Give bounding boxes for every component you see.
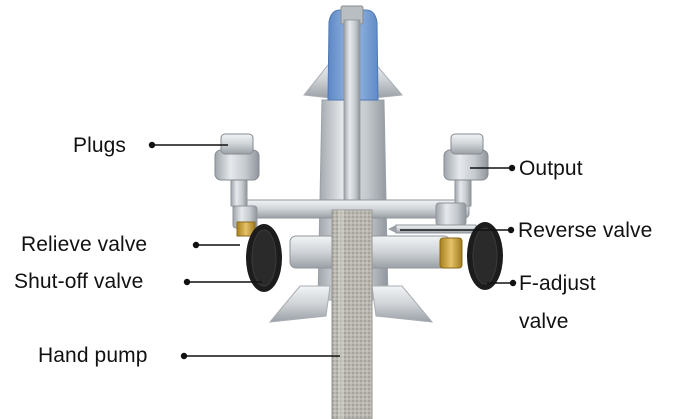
- label-fadjust-line2: valve: [519, 310, 569, 333]
- label-hand-pump: Hand pump: [38, 344, 148, 367]
- right-fitting: [435, 202, 467, 226]
- shutoff-knob-rim: [251, 229, 277, 287]
- leader-lines: [148, 141, 517, 360]
- leader-handpump-dot: [180, 352, 188, 360]
- piston-rod: [343, 19, 361, 211]
- label-reverse-valve: Reverse valve: [518, 219, 653, 242]
- lower-right-fin: [371, 285, 434, 323]
- left-plug-cap: [220, 133, 254, 155]
- label-plugs: Plugs: [73, 134, 127, 157]
- leader-reverse-dot: [507, 226, 515, 234]
- right-plug-cap: [450, 133, 484, 155]
- label-output: Output: [519, 157, 583, 180]
- leader-relieve-dot: [192, 241, 200, 249]
- leader-plugs-dot: [148, 141, 156, 149]
- leader-fadjust-dot: [509, 279, 517, 287]
- reverse-valve-tip: [388, 225, 396, 233]
- fadjust-knob-rim: [472, 227, 498, 285]
- left-plug-stem: [230, 177, 248, 207]
- leader-shutoff-dot: [183, 278, 191, 286]
- right-brass-fitting: [439, 237, 463, 269]
- reverse-valve-stem: [395, 224, 477, 234]
- knurled-grip: [331, 209, 373, 419]
- lower-left-fin: [268, 285, 331, 323]
- leader-output-dot: [508, 164, 516, 172]
- label-relieve-valve: Relieve valve: [21, 233, 148, 256]
- label-shutoff-valve: Shut-off valve: [14, 270, 144, 293]
- right-plug-stem: [454, 177, 472, 207]
- grip-highlight: [338, 210, 344, 419]
- label-fadjust-line1: F-adjust: [519, 272, 596, 295]
